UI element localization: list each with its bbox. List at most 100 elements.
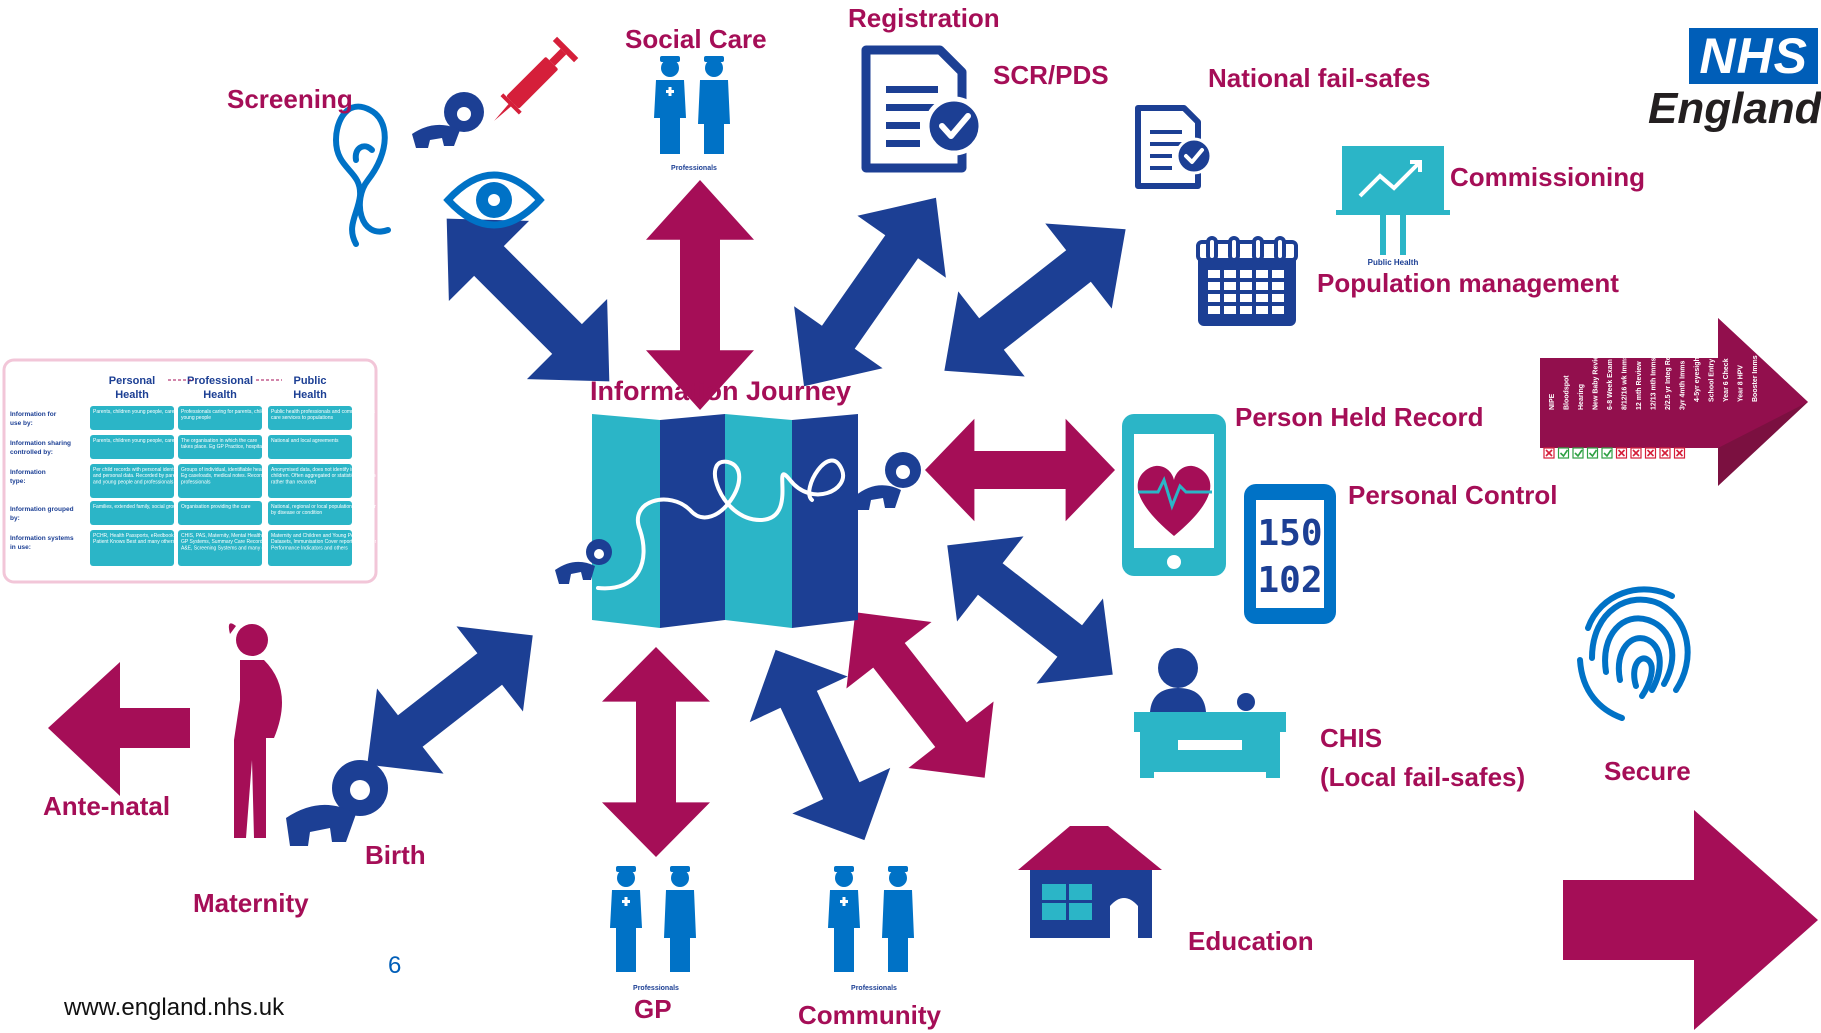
fingerprint-icon [1577, 586, 1691, 721]
baby-icon-screening [412, 92, 484, 148]
commissioning-label: Commissioning [1450, 162, 1645, 192]
check-mark-icon [1559, 449, 1569, 458]
information-journey-map: Information Journey [590, 376, 858, 628]
chis-desk-icon [1134, 648, 1286, 778]
professionals-icon-social-care: Professionals [654, 56, 730, 172]
professionals-icon-gp: Professionals [610, 866, 696, 992]
nhs-logo-mark: NHS [1689, 28, 1818, 84]
education-label: Education [1188, 926, 1314, 956]
table-cell [268, 464, 352, 498]
timeline-item: Hearing [1578, 384, 1585, 410]
registration-document-icon [861, 45, 984, 173]
syringe-icon [494, 36, 579, 121]
table-cell-text: Maternity and Children and Young Peoples… [271, 533, 391, 551]
public-health-caption: Public Health [1368, 258, 1419, 267]
professionals-caption: Professionals [851, 985, 897, 992]
table-cell [178, 435, 262, 459]
calendar-icon [1196, 236, 1298, 326]
scr-pds-label: SCR/PDS [993, 60, 1109, 90]
population-management-label: Population management [1317, 268, 1619, 298]
status-check-icon [1586, 447, 1599, 459]
table-cell [268, 530, 352, 566]
social-care-label: Social Care [625, 24, 767, 54]
birth-label: Birth [365, 840, 426, 870]
table-cell [90, 530, 174, 566]
status-check-icon [1572, 447, 1584, 459]
professionals-icon-community: Professionals [828, 866, 914, 992]
eye-icon [443, 171, 545, 229]
population-arrow [944, 223, 1126, 377]
timeline-item: Bloodspot [1564, 375, 1571, 410]
gp-label: GP [634, 994, 672, 1024]
table-cell [268, 435, 352, 459]
timeline-item: 3yr 4mth Imms [1680, 360, 1687, 410]
table-cell [178, 406, 262, 430]
x-mark-icon [1617, 449, 1626, 457]
antenatal-label: Ante-natal [43, 791, 170, 821]
table-cell-text: Organisation providing the care [181, 504, 251, 510]
x-mark-icon [1661, 449, 1669, 457]
table-cell [178, 464, 262, 498]
table-cell-text: Per child records with personal identifi… [93, 467, 185, 485]
chis-label: CHIS [1320, 723, 1382, 753]
bp-systolic: 150 [1257, 513, 1322, 554]
check-mark-icon [1588, 449, 1598, 458]
person-held-record-label: Person Held Record [1235, 402, 1484, 432]
table-cell-text: Professionals caring for parents, childr… [181, 409, 282, 421]
timeline-item: New Baby Review [1593, 350, 1600, 410]
x-mark-icon [1646, 449, 1655, 457]
local-failsafes-label: (Local fail-safes) [1320, 762, 1525, 792]
table-cell-text: Parents, children young people, carers [93, 438, 179, 444]
timeline-item: Year 6 Check [1723, 358, 1730, 402]
community-arrow [749, 649, 891, 841]
center-title: Information Journey [590, 376, 851, 406]
secure-label: Secure [1604, 756, 1691, 786]
blood-pressure-monitor-icon: 150 102 [1244, 484, 1336, 624]
professionals-caption: Professionals [671, 165, 717, 172]
table-cell-text: Families, extended family, social groupi… [93, 504, 188, 510]
nhs-england-logo: NHS England [1648, 28, 1821, 133]
table-cell-text: National, regional or local populations.… [271, 504, 383, 516]
table-cell-text: PCHR, Health Passports, eRedbook, Baby B… [93, 533, 204, 545]
commissioning-chart-icon: Public Health [1336, 146, 1450, 267]
registration-label: Registration [848, 3, 1000, 33]
baby-icon-map-right [855, 452, 921, 510]
check-mark-icon [1603, 449, 1612, 458]
x-mark-icon [1545, 449, 1553, 457]
screening-arrow [446, 218, 610, 382]
website-url: www.england.nhs.uk [64, 994, 285, 1021]
community-label: Community [798, 1000, 942, 1030]
table-cell [268, 406, 352, 430]
timeline-item: 12 mth Review [1636, 361, 1643, 410]
timeline-item: 8/12/16 wk Imms [1622, 355, 1629, 410]
maternity-label: Maternity [193, 888, 309, 918]
next-right-arrow [1563, 810, 1818, 1030]
timeline-item: 12/13 mth Imms [1651, 357, 1658, 410]
nhs-logo-org: England [1648, 84, 1821, 133]
x-mark-icon [1675, 449, 1684, 457]
person-held-record-arrow [925, 418, 1115, 522]
timeline-item: School Entry Chk [1709, 344, 1716, 402]
table-cell-text: Parents, children young people, carers [93, 409, 179, 415]
table-cell-text: National and local agreements [271, 438, 339, 444]
table-cell [178, 501, 262, 525]
timeline-item: 4-5yr eyesight check [1694, 333, 1701, 402]
table-cell [90, 406, 174, 430]
table-cell [90, 435, 174, 459]
table-cell [90, 501, 174, 525]
check-mark-icon [1574, 449, 1583, 458]
pregnant-woman-icon [228, 623, 282, 838]
table-cell-text: Public health professionals and commissi… [271, 409, 397, 421]
phone-heart-icon [1122, 414, 1226, 576]
bp-diastolic: 102 [1257, 560, 1322, 601]
